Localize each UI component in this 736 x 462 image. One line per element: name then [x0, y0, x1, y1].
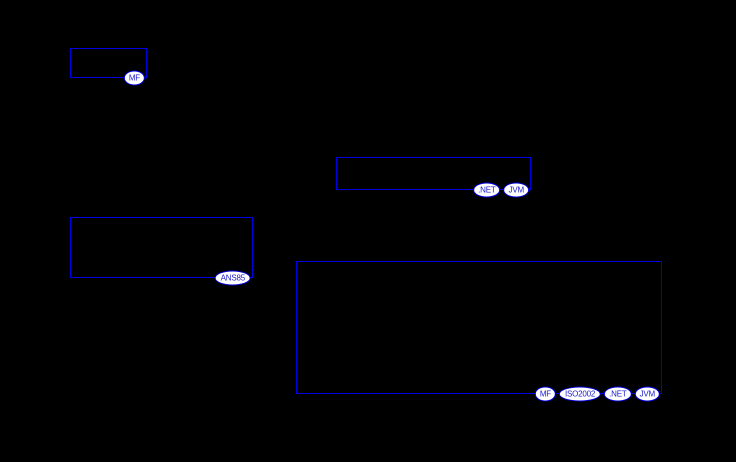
program-box-1-badge-row: MF [123, 70, 145, 86]
dialect-badge-jvm[interactable]: JVM [503, 182, 529, 198]
dialect-badge-mf[interactable]: MF [123, 70, 145, 86]
dialect-badge-mf[interactable]: MF [534, 386, 556, 402]
program-box-3-badge-row: ANS85 [214, 270, 251, 286]
dialect-badge-ans85[interactable]: ANS85 [214, 270, 251, 286]
dialect-badge-iso2002[interactable]: ISO2002 [558, 386, 602, 402]
program-box-4[interactable] [296, 261, 662, 394]
program-box-3[interactable] [70, 217, 253, 278]
dialect-badge-net[interactable]: .NET [473, 182, 501, 198]
dialect-badge-jvm[interactable]: JVM [634, 386, 660, 402]
dialect-badge-net[interactable]: .NET [604, 386, 632, 402]
program-box-2[interactable] [336, 157, 531, 190]
program-box-1[interactable] [70, 48, 147, 78]
